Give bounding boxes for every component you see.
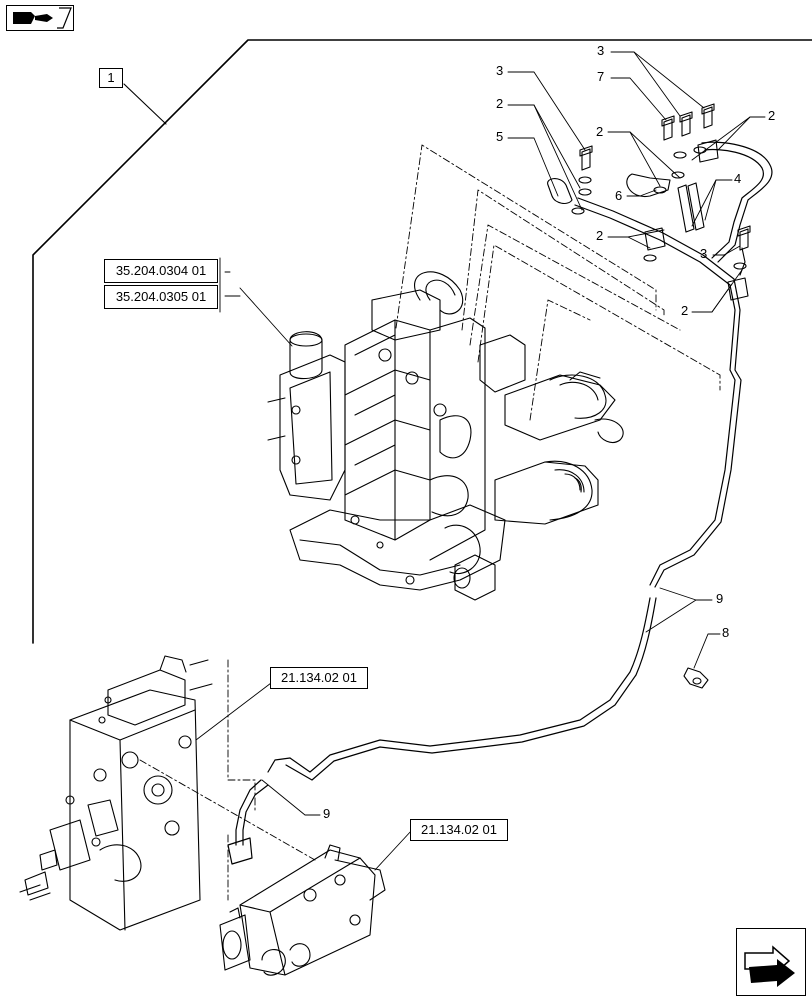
callout-4: 4 xyxy=(734,171,742,186)
reference-link-valve-1[interactable]: 35.204.0304 01 xyxy=(104,259,218,283)
hydraulic-pipe xyxy=(227,141,773,865)
callout-3: 3 xyxy=(700,246,708,261)
callout-7: 7 xyxy=(597,69,605,84)
callout-2: 2 xyxy=(496,96,504,111)
book-hand-icon-button[interactable] xyxy=(6,5,74,31)
callout-2: 2 xyxy=(596,124,604,139)
reference-link-distributor-top[interactable]: 21.134.02 01 xyxy=(270,667,368,689)
callout-8: 8 xyxy=(722,625,730,640)
item-number-box: 1 xyxy=(99,68,123,88)
book-hand-icon xyxy=(13,7,72,29)
callout-3: 3 xyxy=(597,43,605,58)
projection-lines xyxy=(139,144,721,901)
fasteners-cluster xyxy=(547,103,751,689)
next-page-arrow-button[interactable] xyxy=(736,928,806,996)
leader-lines xyxy=(195,51,766,871)
small-valve-block xyxy=(219,844,386,976)
callout-2: 2 xyxy=(768,108,776,123)
reference-link-valve-2[interactable]: 35.204.0305 01 xyxy=(104,285,218,309)
callout-9: 9 xyxy=(716,591,724,606)
assembly-bracket xyxy=(32,39,812,644)
callout-6: 6 xyxy=(615,188,623,203)
distributor-block xyxy=(19,655,213,931)
callout-9: 9 xyxy=(323,806,331,821)
callout-2: 2 xyxy=(681,303,689,318)
reference-link-distributor-bottom[interactable]: 21.134.02 01 xyxy=(410,819,508,841)
control-valve-block xyxy=(267,271,624,601)
callout-5: 5 xyxy=(496,129,504,144)
callout-3: 3 xyxy=(496,63,504,78)
next-page-arrow-icon xyxy=(744,945,795,987)
callout-2: 2 xyxy=(596,228,604,243)
